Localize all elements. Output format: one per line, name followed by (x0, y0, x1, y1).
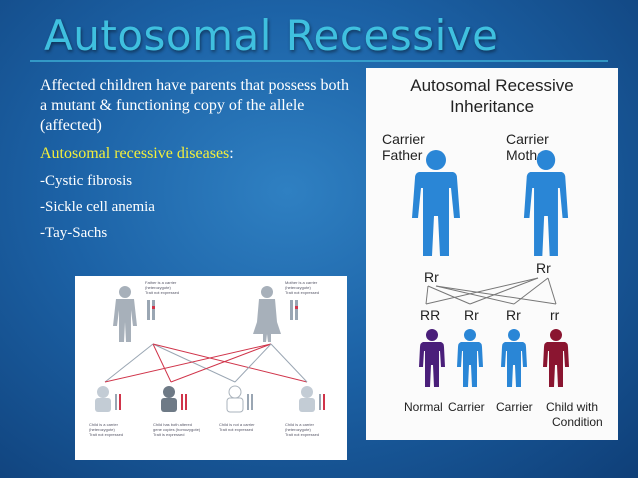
baby-icon (161, 386, 187, 412)
children-row (95, 385, 325, 413)
child-note: Child is a carrier (89, 422, 119, 427)
carrier-father-figure (412, 150, 460, 256)
disease-item: -Sickle cell anemia (40, 199, 155, 215)
father-note: Trait not expressed (145, 290, 179, 295)
slide-body: Affected children have parents that poss… (40, 76, 360, 242)
mother-figure (253, 286, 281, 342)
cross-lines (425, 277, 557, 305)
inheritance-diagram-svg: Autosomal Recessive Inheritance Carrier … (382, 76, 603, 429)
father-figure (113, 286, 137, 342)
carrier-child-figure (457, 329, 483, 387)
affected-child-figure (543, 329, 569, 387)
child-genotype: RR (420, 307, 440, 323)
baby-icon (226, 385, 253, 413)
parent-notes: Father is a carrier (heterozygote) Trait… (145, 280, 319, 295)
baby-icon (299, 386, 325, 412)
diseases-heading-text: Autosomal recessive diseases (40, 145, 230, 162)
intro-paragraph: Affected children have parents that poss… (40, 77, 349, 134)
pedigree-illustration: Father is a carrier (heterozygote) Trait… (75, 276, 347, 460)
father-genotype: Rr (424, 269, 439, 285)
diagram-title-line2: Inheritance (450, 97, 534, 116)
disease-item: -Tay-Sachs (40, 225, 108, 241)
child-note: Child is a carrier (285, 422, 315, 427)
child-status-label: Carrier (448, 400, 485, 414)
mother-note: Mother is a carrier (285, 280, 318, 285)
father-note: Father is a carrier (145, 280, 177, 285)
slide-title: Autosomal Recessive (44, 11, 499, 60)
diseases-heading-colon: : (229, 145, 234, 162)
carrier-child-figure (501, 329, 527, 387)
children-notes: Child is a carrier (heterozygote) Trait … (89, 422, 319, 437)
mother-genotype: Rr (536, 260, 551, 276)
child-genotype: Rr (506, 307, 521, 323)
title-underline (30, 60, 608, 62)
parent-chromosomes (147, 300, 298, 320)
pedigree-illustration-svg: Father is a carrier (heterozygote) Trait… (89, 280, 325, 437)
child-note: Trait not expressed (89, 432, 123, 437)
child-status-label: Child with (546, 400, 598, 414)
parent-figures (113, 286, 281, 342)
mother-note: Trait not expressed (285, 290, 319, 295)
father-label: Carrier (382, 131, 425, 147)
father-label: Father (382, 147, 423, 163)
carrier-mother-figure (523, 150, 569, 256)
diagram-title-line1: Autosomal Recessive (410, 76, 573, 95)
child-note: (heterozygote) (285, 427, 311, 432)
child-note: Child has both altered (153, 422, 192, 427)
child-status-label: Carrier (496, 400, 533, 414)
diseases-heading: Autosomal recessive diseases: (40, 144, 360, 164)
child-status-label: Normal (404, 400, 443, 414)
child-note: (heterozygote) (89, 427, 115, 432)
child-note: Trait is expressed (153, 432, 184, 437)
child-genotype: Rr (464, 307, 479, 323)
disease-item: -Cystic fibrosis (40, 173, 133, 189)
normal-child-figure (419, 329, 445, 387)
child-note: Child is not a carrier (219, 422, 255, 427)
mother-label: Carrier (506, 131, 549, 147)
father-note: (heterozygote) (145, 285, 171, 290)
inheritance-lines (104, 343, 308, 383)
child-genotype: rr (550, 307, 560, 323)
inheritance-diagram: Autosomal Recessive Inheritance Carrier … (366, 68, 618, 440)
child-note: Trait not expressed (285, 432, 319, 437)
child-note: Trait not expressed (219, 427, 253, 432)
child-status-label: Condition (552, 415, 603, 429)
mother-note: (heterozygote) (285, 285, 311, 290)
child-note: gene copies (homozygote) (153, 427, 201, 432)
baby-icon (95, 386, 121, 412)
